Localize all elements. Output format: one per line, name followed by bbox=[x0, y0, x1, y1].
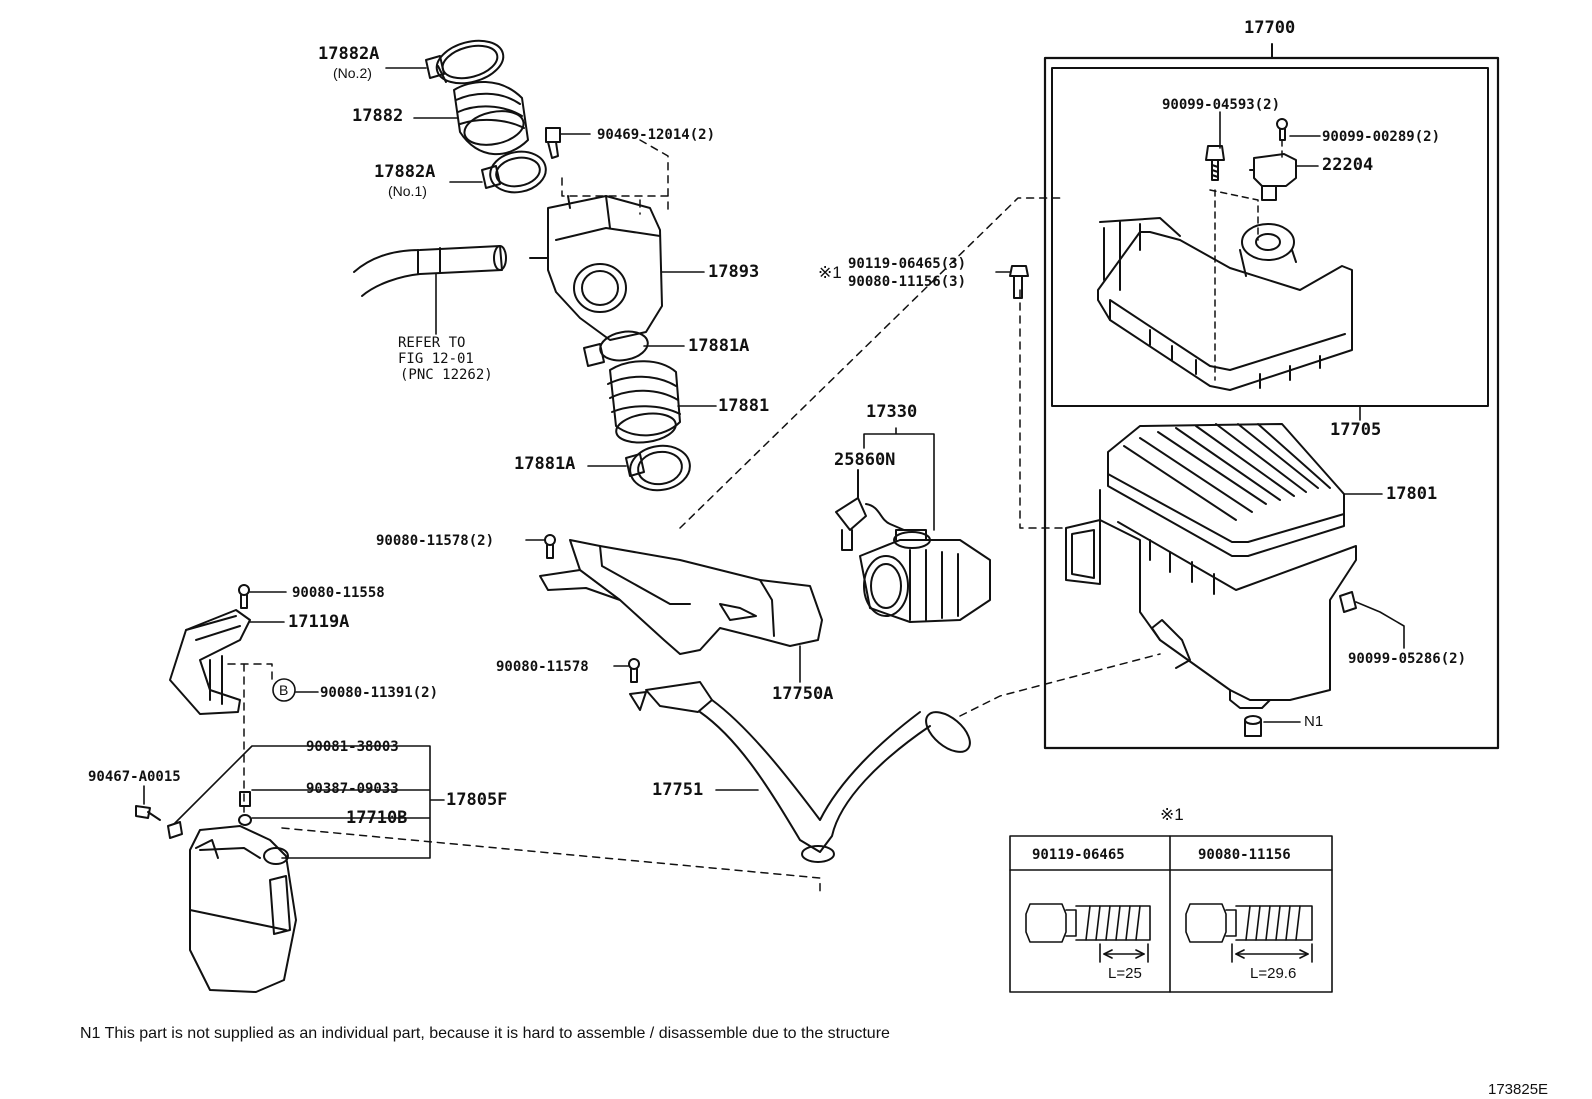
bolt-90080-11578-a-drawing bbox=[544, 534, 556, 559]
screw-90099-00289-drawing bbox=[1276, 118, 1288, 141]
label-90080-11391: 90080-11391(2) bbox=[320, 685, 439, 701]
label-17751: 17751 bbox=[652, 780, 704, 800]
label-90119-06465-qty: 90119-06465(3) bbox=[848, 256, 967, 272]
label-refer-line3: (PNC 12262) bbox=[400, 367, 493, 383]
label-17881A-bottom: 17881A bbox=[514, 454, 576, 474]
clip-90099-05286-drawing bbox=[1339, 591, 1357, 613]
clamp-17882A-no1-drawing bbox=[481, 165, 501, 189]
air-cleaner-cap-drawing bbox=[1097, 217, 1353, 391]
parts-17805F-small-drawing bbox=[135, 791, 252, 839]
label-refer-line1: REFER TO bbox=[398, 335, 466, 351]
bolt-90099-04593-drawing bbox=[1205, 145, 1225, 181]
label-17330: 17330 bbox=[866, 402, 918, 422]
label-17705: 17705 bbox=[1330, 420, 1382, 440]
assembly-box-17700 bbox=[1043, 56, 1500, 750]
label-90467-A0015: 90467-A0015 bbox=[88, 769, 181, 785]
label-17750A: 17750A bbox=[772, 684, 834, 704]
label-25860N: 25860N bbox=[834, 450, 896, 470]
label-90099-05286: 90099-05286(2) bbox=[1348, 651, 1467, 667]
bolt-table bbox=[1009, 835, 1333, 993]
label-17882A-no1-sub: (No.1) bbox=[388, 183, 427, 199]
label-17881A-top: 17881A bbox=[688, 336, 750, 356]
label-17882A-no2-sub: (No.2) bbox=[333, 65, 372, 81]
label-90469-12014: 90469-12014(2) bbox=[597, 127, 716, 143]
hose-17881-drawing bbox=[583, 330, 691, 492]
label-circle-b: B bbox=[279, 682, 289, 698]
label-90080-11578: 90080-11578 bbox=[496, 659, 589, 675]
label-90387-09033: 90387-09033 bbox=[306, 781, 399, 797]
label-90080-11156-qty: 90080-11156(3) bbox=[848, 274, 967, 290]
bolt-90469-12014-drawing bbox=[545, 127, 561, 159]
sensor-25860N-drawing bbox=[835, 469, 905, 551]
air-filter-17801-drawing bbox=[1107, 423, 1345, 557]
bolt-90119-drawing bbox=[1009, 265, 1029, 299]
bolt-90080-11558-drawing bbox=[238, 584, 250, 609]
grommet-n1-drawing bbox=[1244, 715, 1262, 737]
label-17893: 17893 bbox=[708, 262, 760, 282]
label-17710B: 17710B bbox=[346, 808, 408, 828]
bolt-90080-11578-b-drawing bbox=[628, 658, 640, 683]
footnote-n1: N1 This part is not supplied as an indiv… bbox=[80, 1025, 890, 1042]
figure-id: 173825E bbox=[1488, 1081, 1549, 1098]
label-90099-00289: 90099-00289(2) bbox=[1322, 129, 1441, 145]
label-90099-04593: 90099-04593(2) bbox=[1162, 97, 1281, 113]
circle-b-marker bbox=[272, 678, 296, 702]
resonator-17893-drawing bbox=[529, 195, 663, 341]
label-90081-38003: 90081-38003 bbox=[306, 739, 399, 755]
table-header-90080-11156: 90080-11156 bbox=[1198, 847, 1291, 863]
label-17700: 17700 bbox=[1244, 18, 1296, 38]
label-17805F: 17805F bbox=[446, 790, 508, 810]
bolt-table-drawing-1 bbox=[1025, 903, 1151, 963]
label-22204: 22204 bbox=[1322, 155, 1374, 175]
label-90080-11558: 90080-11558 bbox=[292, 585, 385, 601]
label-17882A-no2: 17882A bbox=[318, 44, 380, 64]
label-17119A: 17119A bbox=[288, 612, 350, 632]
air-cleaner-case-drawing bbox=[1065, 489, 1357, 709]
label-17801: 17801 bbox=[1386, 484, 1438, 504]
bolt-table-drawing-2 bbox=[1185, 903, 1313, 963]
label-mark1-a: ※1 bbox=[818, 263, 842, 282]
hose-17882-drawing bbox=[435, 39, 547, 194]
label-17881: 17881 bbox=[718, 396, 770, 416]
label-17882A-no1: 17882A bbox=[374, 162, 436, 182]
label-refer-line2: FIG 12-01 bbox=[398, 351, 474, 367]
intake-pipe-17751-drawing bbox=[629, 681, 971, 863]
label-17882: 17882 bbox=[352, 106, 404, 126]
hose-refer-drawing bbox=[353, 245, 507, 297]
label-n1: N1 bbox=[1304, 713, 1324, 730]
table-length-25: L=25 bbox=[1108, 965, 1142, 982]
clamp-17882A-no2-drawing bbox=[425, 55, 445, 79]
intake-duct-17750A-drawing bbox=[539, 539, 823, 655]
table-length-29-6: L=29.6 bbox=[1250, 965, 1297, 982]
sensor-22204-drawing bbox=[1249, 153, 1297, 201]
assembly-box-17705 bbox=[1051, 67, 1489, 407]
resonator-17805F-drawing bbox=[189, 825, 297, 993]
table-header-90119-06465: 90119-06465 bbox=[1032, 847, 1125, 863]
bracket-17119A-drawing bbox=[169, 609, 251, 715]
label-mark1-b: ※1 bbox=[1160, 805, 1184, 824]
maf-meter-17330-drawing bbox=[859, 529, 991, 623]
label-90080-11578-qty2: 90080-11578(2) bbox=[376, 533, 495, 549]
